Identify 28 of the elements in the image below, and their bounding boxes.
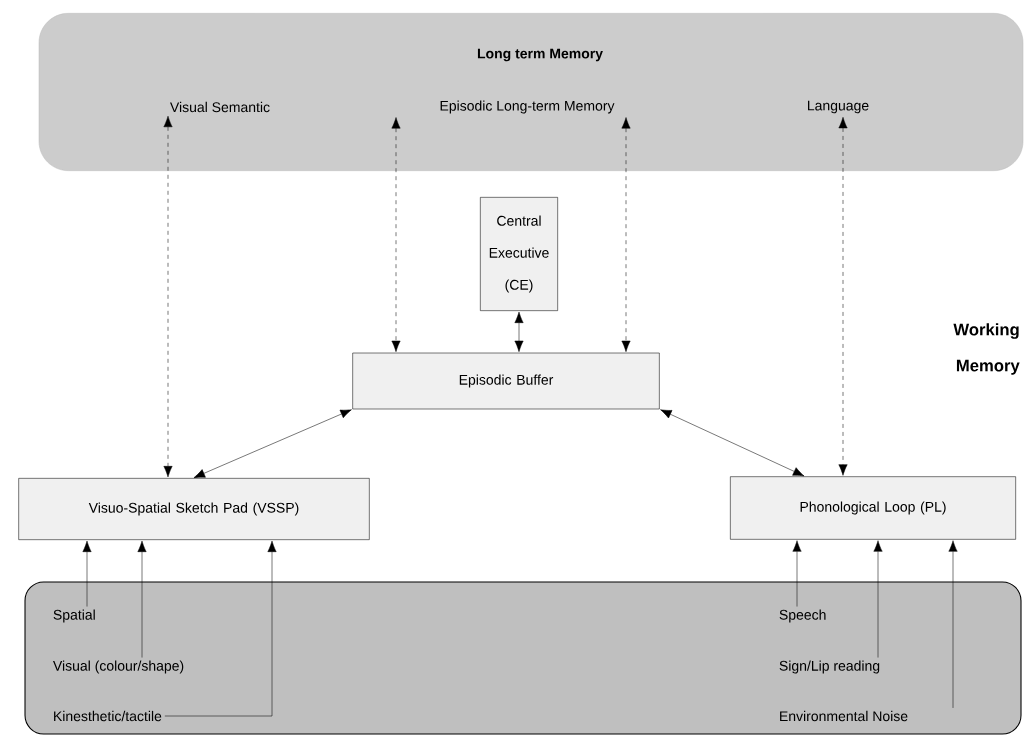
arrow	[82, 540, 92, 607]
process-box: Episodic Buffer	[352, 352, 660, 410]
memory-label: Visual Semantic	[170, 101, 270, 113]
arrow	[838, 117, 848, 476]
arrow	[660, 409, 805, 477]
arrow	[792, 540, 802, 607]
arrow	[873, 540, 883, 658]
process-box: Phonological Loop (PL)	[730, 476, 1016, 540]
arrow	[193, 409, 352, 478]
input-label: Visual (colour/shape)	[53, 660, 184, 674]
arrow	[948, 540, 958, 709]
memory-label: Episodic Long-term Memory	[440, 100, 615, 114]
input-label: Speech	[779, 609, 826, 623]
arrow	[164, 540, 277, 717]
process-box: Visuo-Spatial Sketch Pad (VSSP)	[18, 478, 370, 540]
section-heading: Working Memory	[953, 323, 1020, 375]
input-band	[24, 581, 1022, 735]
input-label: Environmental Noise	[780, 710, 908, 722]
input-label: Kinesthetic/tactile	[54, 710, 162, 722]
memory-label: Language	[808, 100, 869, 114]
arrow	[391, 117, 401, 352]
input-label: Spatial	[53, 609, 95, 623]
process-box: Central Executive (CE)	[480, 197, 558, 311]
arrow	[621, 117, 631, 352]
arrow	[514, 311, 524, 352]
arrow	[137, 540, 147, 658]
input-label: Sign/Lip reading	[779, 660, 880, 674]
arrow	[163, 115, 173, 478]
